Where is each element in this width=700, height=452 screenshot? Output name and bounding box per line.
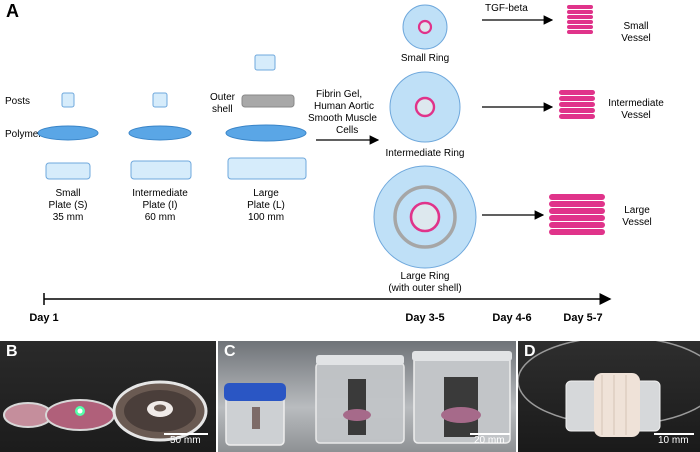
- photo-panel-b: B 50 mm: [0, 341, 216, 452]
- small-polymer-disc: [37, 125, 99, 141]
- small-dish-photo: [3, 402, 53, 428]
- intermediate-vessel: [559, 90, 595, 119]
- large-vessel-ring-1: [549, 194, 605, 200]
- process-label-3: Smooth Muscle: [308, 113, 377, 124]
- large-ring-outer-shell: [393, 185, 457, 249]
- photo-b-image: [0, 341, 216, 452]
- intermediate-plate-label-2: Plate (I): [142, 200, 177, 211]
- photo-panel-c: C 20 mm: [218, 341, 516, 452]
- large-vessel-ring-5: [549, 222, 605, 228]
- small-vessel-ring-2: [567, 10, 593, 14]
- timeline-day-5-7: Day 5-7: [563, 312, 602, 324]
- panel-label-c: C: [224, 343, 236, 360]
- small-plate-label-1: Small: [55, 188, 80, 199]
- timeline-day-3-5: Day 3-5: [405, 312, 444, 324]
- panel-label-a: A: [6, 1, 19, 21]
- polymer-label: Polymer: [5, 129, 42, 140]
- intermediate-plate-label-3: 60 mm: [145, 212, 176, 223]
- small-jar-cap: [224, 383, 286, 401]
- photo-c-image: [218, 341, 516, 452]
- large-ring-group: Large Ring (with outer shell): [373, 165, 477, 294]
- scalebar-d-label: 10 mm: [658, 435, 689, 446]
- posts-label: Posts: [5, 96, 30, 107]
- small-vessel-ring-1: [567, 5, 593, 9]
- small-vessel: [567, 5, 593, 34]
- intermediate-vessel-label-2: Vessel: [621, 110, 650, 121]
- small-ring-group: Small Ring: [401, 4, 449, 64]
- panel-label-b: B: [6, 343, 18, 360]
- large-post: [254, 54, 276, 71]
- large-ring-label-1: Large Ring: [401, 271, 450, 282]
- process-label-4: Cells: [336, 125, 358, 136]
- small-plate-label-3: 35 mm: [53, 212, 84, 223]
- small-vessel-ring-4: [567, 20, 593, 24]
- timeline-day-4-6: Day 4-6: [492, 312, 531, 324]
- scalebar-c: [470, 433, 510, 435]
- large-vessel-ring-2: [549, 201, 605, 207]
- scalebar-b: [164, 433, 208, 435]
- intermediate-ring-group: Intermediate Ring: [386, 71, 465, 159]
- large-ring: [409, 201, 441, 233]
- large-plate-label-3: 100 mm: [248, 212, 284, 223]
- large-vessel: [549, 194, 605, 235]
- timeline-day-1: Day 1: [29, 312, 58, 324]
- process-label-1: Fibrin Gel,: [316, 89, 362, 100]
- intermediate-ring-label: Intermediate Ring: [386, 148, 465, 159]
- scalebar-d: [654, 433, 694, 435]
- small-vessel-ring-3: [567, 15, 593, 19]
- scalebar-c-label: 20 mm: [474, 435, 505, 446]
- intermediate-plate-stack: Intermediate Plate (I) 60 mm: [128, 92, 192, 223]
- intermediate-polymer-disc: [128, 125, 192, 141]
- small-vessel-ring-5: [567, 25, 593, 29]
- large-polymer-disc: [225, 124, 307, 142]
- large-vessel-ring-6: [549, 229, 605, 235]
- intermediate-vessel-label-1: Intermediate: [608, 98, 664, 109]
- large-vessel-ring-4: [549, 215, 605, 221]
- vessel-tissue-photo: [594, 373, 640, 437]
- large-plate-label-2: Plate (L): [247, 200, 285, 211]
- small-vessel-label-1: Small: [623, 21, 648, 32]
- intermediate-vessel-ring-4: [559, 108, 595, 113]
- intermediate-ring: [414, 96, 436, 118]
- large-vessel-label-1: Large: [624, 205, 650, 216]
- small-post: [61, 92, 75, 108]
- outer-shell: [241, 94, 295, 108]
- outer-shell-label-2: shell: [212, 104, 233, 115]
- small-vessel-ring-6: [567, 30, 593, 34]
- large-plate-label-1: Large: [253, 188, 279, 199]
- intermediate-plate-label-1: Intermediate: [132, 188, 188, 199]
- intermediate-vessel-ring-2: [559, 96, 595, 101]
- small-plate-dish: [45, 162, 91, 180]
- process-label-2: Human Aortic: [314, 101, 374, 112]
- large-vessel-ring-3: [549, 208, 605, 214]
- intermediate-vessel-ring-1: [559, 90, 595, 95]
- scalebar-b-label: 50 mm: [170, 435, 201, 446]
- large-vessel-label-2: Vessel: [622, 217, 651, 228]
- tgf-beta-label: TGF-beta: [485, 3, 528, 14]
- outer-shell-label-1: Outer: [210, 92, 236, 103]
- intermediate-post: [152, 92, 168, 108]
- large-plate-stack: Outer shell Large Plate (L) 100 mm: [210, 54, 307, 223]
- panel-label-d: D: [524, 343, 536, 360]
- large-plate-dish: [227, 157, 307, 180]
- photo-panel-d: D 10 mm: [518, 341, 700, 452]
- small-ring: [417, 19, 433, 35]
- intermediate-vessel-ring-3: [559, 102, 595, 107]
- intermediate-plate-dish: [130, 160, 192, 180]
- intermediate-vessel-ring-5: [559, 114, 595, 119]
- schematic-diagram: A Posts Polymer Small Plate (S) 35 mm In…: [5, 1, 664, 324]
- large-ring-label-2: (with outer shell): [388, 283, 461, 294]
- small-ring-label: Small Ring: [401, 53, 449, 64]
- small-plate-label-2: Plate (S): [49, 200, 88, 211]
- small-plate-stack: Small Plate (S) 35 mm: [37, 92, 99, 223]
- small-vessel-label-2: Vessel: [621, 33, 650, 44]
